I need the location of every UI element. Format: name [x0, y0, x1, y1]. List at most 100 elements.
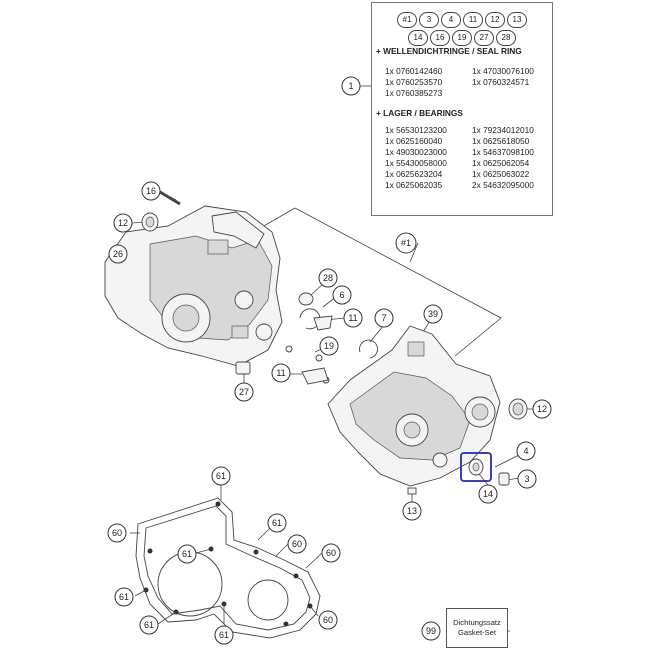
chip: 4 — [441, 12, 461, 28]
bearing-item: 1x 0625623204 — [385, 169, 443, 179]
svg-text:12: 12 — [118, 218, 128, 228]
callout-61-mid: 61 — [177, 544, 197, 564]
svg-text:11: 11 — [348, 313, 357, 323]
callout-7: 7 — [374, 308, 394, 328]
svg-text:26: 26 — [113, 249, 123, 259]
callout-60-left: 60 — [107, 523, 127, 543]
circlip-6 — [299, 308, 321, 330]
chip: 12 — [485, 12, 505, 28]
callout-39: 39 — [423, 304, 443, 324]
callout-60-upper-right: 60 — [287, 534, 307, 554]
chip: 14 — [408, 30, 428, 46]
svg-text:61: 61 — [144, 620, 154, 630]
svg-text:60: 60 — [112, 528, 122, 538]
callout-1: 1 — [341, 76, 361, 96]
left-crankcase-half — [104, 205, 283, 367]
svg-text:60: 60 — [323, 615, 333, 625]
svg-text:12: 12 — [537, 404, 547, 414]
highlight-box — [460, 452, 492, 482]
svg-text:28: 28 — [323, 273, 333, 283]
bearing-item: 1x 0625618050 — [472, 136, 530, 146]
callout-6: 6 — [332, 285, 352, 305]
svg-text:14: 14 — [483, 489, 493, 499]
chip: 19 — [452, 30, 472, 46]
svg-text:11: 11 — [276, 368, 285, 378]
gasket-set-line2: Gasket-Set — [458, 628, 496, 637]
crankcase-gasket — [130, 497, 323, 639]
svg-text:61: 61 — [219, 630, 229, 640]
plate-11 — [313, 315, 333, 331]
svg-text:60: 60 — [326, 548, 336, 558]
bearing-item: 2x 54632095000 — [472, 180, 534, 190]
callout-16: 16 — [141, 181, 161, 201]
svg-text:13: 13 — [407, 506, 417, 516]
svg-text:39: 39 — [428, 309, 438, 319]
seal-14 — [468, 458, 484, 476]
seal-item: 1x 0760324571 — [472, 77, 530, 87]
chip: 27 — [474, 30, 494, 46]
chip: 13 — [507, 12, 527, 28]
seal-ring-title: + WELLENDICHTRINGE / SEAL RING — [376, 46, 522, 56]
svg-text:16: 16 — [146, 186, 156, 196]
chip: #1 — [397, 12, 417, 28]
seal-item: 1x 0760142460 — [385, 66, 443, 76]
svg-text:7: 7 — [381, 313, 386, 323]
callout-hash-1: #1 — [395, 232, 417, 254]
plate-11-lower — [301, 367, 329, 385]
bearing-item: 1x 55430058000 — [385, 158, 447, 168]
callout-13: 13 — [402, 501, 422, 521]
bearing-item: 1x 0625160040 — [385, 136, 443, 146]
seal-item: 1x 0760253570 — [385, 77, 443, 87]
bearing-item: 1x 56530123200 — [385, 125, 447, 135]
gasket-set-line1: Dichtungssatz — [453, 618, 501, 627]
bushing-28 — [298, 292, 314, 306]
sleeve-27 — [235, 361, 251, 375]
svg-text:99: 99 — [426, 626, 436, 636]
bearing-12-right — [508, 398, 528, 420]
svg-text:60: 60 — [292, 539, 302, 549]
callout-11-lower: 11 — [271, 363, 291, 383]
circlip-7 — [359, 339, 378, 359]
callout-61-top: 61 — [211, 466, 231, 486]
gasket-set-box: Dichtungssatz Gasket-Set — [446, 608, 508, 648]
plug-3 — [498, 472, 510, 486]
chip: 3 — [419, 12, 439, 28]
callout-14: 14 — [478, 484, 498, 504]
bearings-title: + LAGER / BEARINGS — [376, 108, 463, 118]
callout-27: 27 — [234, 382, 254, 402]
svg-text:3: 3 — [524, 474, 529, 484]
callout-3: 3 — [517, 469, 537, 489]
chip: 11 — [463, 12, 483, 28]
chip: 28 — [496, 30, 516, 46]
bearing-item: 1x 49030023000 — [385, 147, 447, 157]
callout-60-right: 60 — [321, 543, 341, 563]
bearing-item: 1x 0625063022 — [472, 169, 530, 179]
bearing-item: 1x 54637098100 — [472, 147, 534, 157]
svg-text:61: 61 — [216, 471, 226, 481]
callout-61-bottom: 61 — [214, 625, 234, 645]
callout-12-right: 12 — [532, 399, 552, 419]
right-crankcase-half — [327, 325, 501, 487]
callout-28: 28 — [318, 268, 338, 288]
svg-text:4: 4 — [523, 446, 528, 456]
svg-text:19: 19 — [324, 341, 334, 351]
pin-13 — [407, 487, 417, 495]
callout-61-bottom-left: 61 — [139, 615, 159, 635]
seal-item: 1x 0760385273 — [385, 88, 443, 98]
svg-text:61: 61 — [272, 518, 282, 528]
svg-text:61: 61 — [182, 549, 192, 559]
callout-11: 11 — [343, 308, 363, 328]
callout-4: 4 — [516, 441, 536, 461]
callout-19: 19 — [319, 336, 339, 356]
bearing-item: 1x 0625062035 — [385, 180, 443, 190]
bearings-list: 1x 56530123200 1x 79234012010 1x 062516004… — [385, 125, 551, 191]
svg-text:6: 6 — [339, 290, 344, 300]
bearing-item: 1x 79234012010 — [472, 125, 534, 135]
svg-text:#1: #1 — [401, 238, 411, 248]
svg-text:1: 1 — [348, 81, 353, 91]
bearing-item: 1x 0625062054 — [472, 158, 530, 168]
callout-99: 99 — [421, 621, 441, 641]
